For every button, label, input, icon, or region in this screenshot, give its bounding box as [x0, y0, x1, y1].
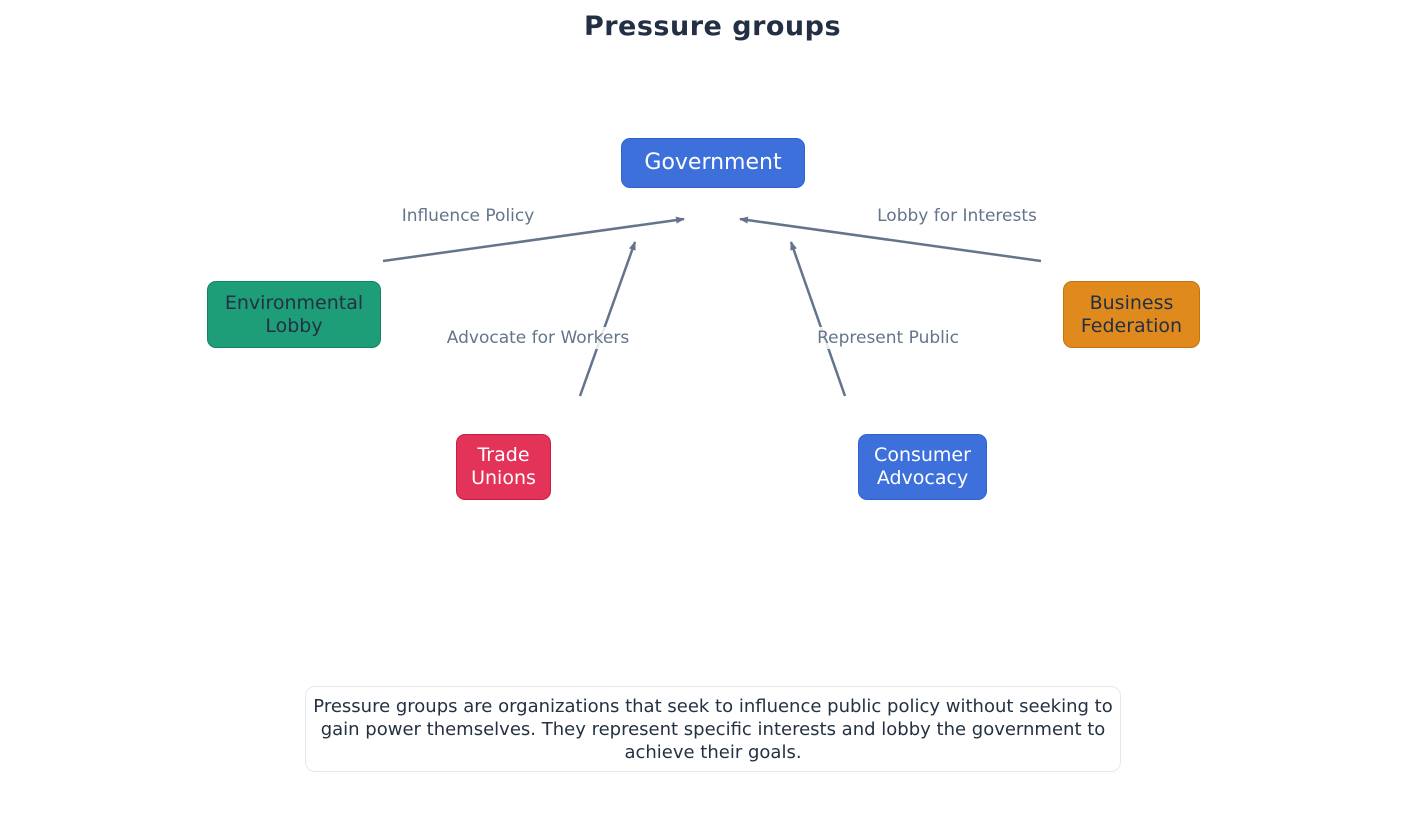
description-box: Pressure groups are organizations that s…	[305, 686, 1121, 772]
node-government[interactable]: Government	[621, 138, 805, 188]
node-environmental-lobby[interactable]: Environmental Lobby	[207, 281, 381, 348]
edge-environmental-to-government	[382, 216, 685, 263]
description-text: Pressure groups are organizations that s…	[313, 695, 1113, 763]
edge-business-to-government	[739, 216, 1042, 263]
edge-label-represent-public: Represent Public	[812, 327, 964, 349]
edge-label-advocate-for-workers: Advocate for Workers	[441, 327, 635, 349]
edge-consumer-to-government	[789, 241, 847, 397]
diagram-title: Pressure groups	[583, 11, 842, 42]
edge-label-influence-policy: Influence Policy	[396, 205, 540, 227]
node-trade-unions[interactable]: Trade Unions	[456, 434, 551, 500]
edge-trade-unions-to-government	[578, 241, 637, 397]
node-consumer-advocacy[interactable]: Consumer Advocacy	[858, 434, 987, 500]
edge-label-lobby-for-interests: Lobby for Interests	[872, 205, 1042, 227]
node-business-federation[interactable]: Business Federation	[1063, 281, 1200, 348]
